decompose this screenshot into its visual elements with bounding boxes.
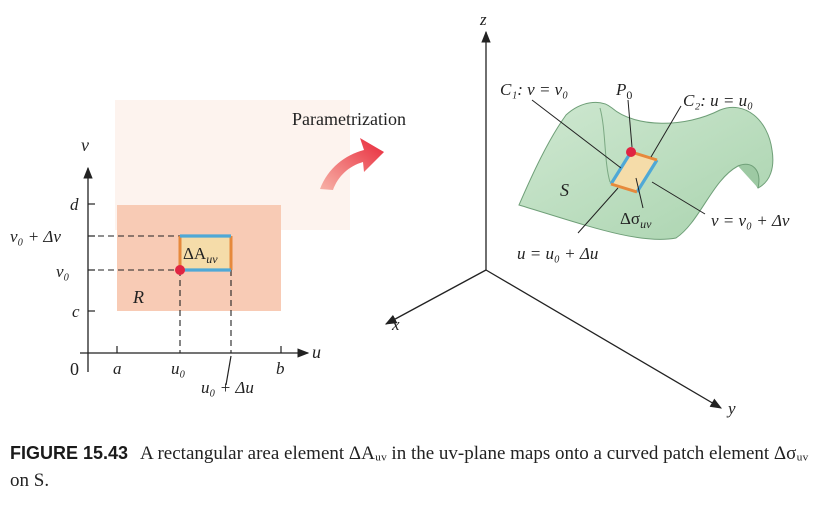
leader-lines [531,99,706,234]
patch-label: Δσuv [620,209,652,231]
point-p0 [626,147,636,157]
surface-label: S [560,180,569,200]
tick-a-label: a [113,359,122,378]
tick-c-label: c [72,302,80,321]
c1-label: C₁: v = v₀ [500,80,568,99]
c2-label: C₂: u = u₀ [683,91,753,110]
uv-plane: v u 0 d v₀ + Δv v₀ c a u₀ b u₀ + Δu R ΔA… [10,100,350,397]
caption-text: A rectangular area element ΔAᵤᵥ in the u… [10,443,809,491]
y-axis-label: y [726,399,736,418]
region-label: R [132,287,144,307]
v-v0-dv-label: v = v₀ + Δv [711,211,790,230]
p0-label: P0 [615,80,632,102]
area-element-patch [180,236,231,270]
u-axis-label: u [312,342,321,362]
v-axis-label: v [81,135,89,155]
x-axis-label: x [391,315,400,334]
patch-element [611,152,657,192]
z-axis-label: z [479,10,487,29]
corner-point [175,265,185,275]
tick-v0dv-label: v₀ + Δv [10,227,61,246]
tick-u0du-label: u₀ + Δu [201,378,254,397]
u-u0-du-label: u = u₀ + Δu [517,244,598,263]
parametrization-label: Parametrization [292,109,406,129]
tick-b-label: b [276,359,285,378]
figure-diagram: v u 0 d v₀ + Δv v₀ c a u₀ b u₀ + Δu R ΔA… [10,10,790,418]
surface-curl [737,163,760,189]
surface-fold [599,107,611,183]
patch-edge-u-du [610,182,638,194]
surface-3d: z x y S C₁: v = v₀ P0 C₂: u = u₀ Δσuv v … [384,10,790,418]
y-axis [485,269,723,409]
tick-marks [88,203,282,386]
parametrization-arrow [320,138,384,190]
x-axis [384,269,487,325]
dashed-guides [88,235,232,353]
tick-d-label: d [70,195,79,214]
area-element-label: ΔAuv [183,244,218,266]
tick-v0-label: v₀ [56,262,70,281]
patch-edge-v-dv [635,159,659,193]
tick-u0-label: u₀ [171,359,186,378]
caption-label: FIGURE 15.43 [10,443,129,463]
origin-label: 0 [70,359,79,379]
